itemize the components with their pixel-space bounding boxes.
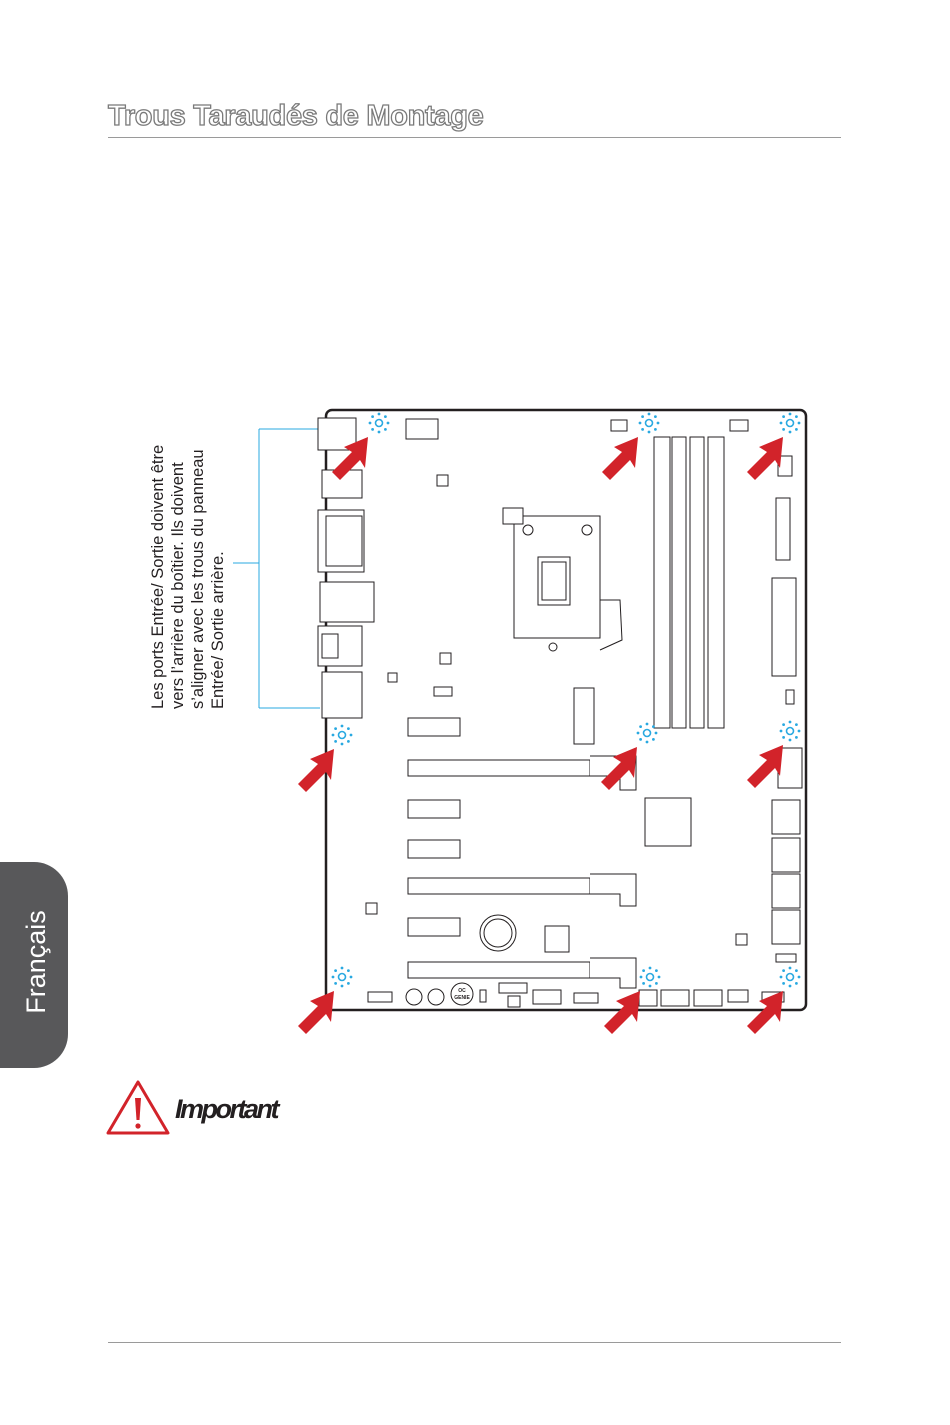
pcie-x1-slot [408, 718, 460, 736]
atx-power-connector [772, 578, 796, 676]
oc-genie-text-2: GENIE [454, 995, 470, 1001]
io-leader-bracket [233, 429, 320, 708]
chipset [645, 798, 691, 846]
io-audio [322, 672, 362, 718]
footer-divider [108, 1342, 841, 1343]
dimm-slot-a2 [672, 437, 686, 728]
oc-genie-button [451, 983, 473, 1005]
dimm-slot-b1 [690, 437, 704, 728]
pcie-x1-slot [408, 918, 460, 936]
pcie-x16-slot [408, 962, 590, 978]
dimm-slot-b2 [708, 437, 724, 728]
pcie-x1-slot [408, 840, 460, 858]
reset-button [428, 989, 444, 1005]
oc-genie-text-1: OC [458, 988, 466, 994]
cpu-power-connector [406, 419, 438, 439]
io-usb-stack [320, 582, 374, 622]
important-heading: Important [175, 1094, 277, 1125]
pcie-x16-slot [408, 878, 590, 894]
pcie-x1-slot [408, 800, 460, 818]
m2-slot [574, 688, 594, 744]
dimm-slot-a1 [654, 437, 670, 728]
warning-triangle-icon [108, 1082, 168, 1133]
arrow-icon [298, 991, 334, 1034]
board-outline [326, 410, 806, 1010]
power-button [406, 989, 422, 1005]
pcie-x16-slot [408, 760, 590, 776]
